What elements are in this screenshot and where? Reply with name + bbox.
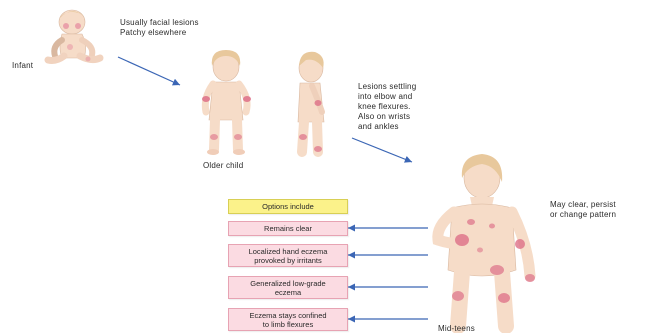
older-child-front-figure (202, 50, 251, 155)
older-child-description-line: Lesions settling (358, 82, 416, 92)
mid-teens-figure (438, 154, 535, 326)
older-child-side-figure (298, 52, 324, 152)
option-text: eczema (229, 288, 347, 297)
arrow-infant-to-child (118, 57, 180, 85)
mid-teens-description: May clear, persist or change pattern (550, 200, 616, 220)
options-header-text: Options include (229, 202, 347, 211)
mid-teens-description-line: or change pattern (550, 210, 616, 220)
option-hand-eczema-box: Localized hand eczema provoked by irrita… (228, 244, 348, 267)
option-generalized-eczema-box: Generalized low-grade eczema (228, 276, 348, 299)
option-remains-clear-box: Remains clear (228, 221, 348, 236)
arrow-child-to-teen (352, 138, 412, 162)
mid-teens-description-line: May clear, persist (550, 200, 616, 210)
option-text: provoked by irritants (229, 256, 347, 265)
older-child-description: Lesions settling into elbow and knee fle… (358, 82, 416, 132)
older-child-label: Older child (203, 161, 243, 171)
older-child-description-line: Also on wrists (358, 112, 416, 122)
infant-figure (48, 10, 100, 62)
infant-description-line: Patchy elsewhere (120, 28, 199, 38)
older-child-description-line: and ankles (358, 122, 416, 132)
older-child-description-line: knee flexures. (358, 102, 416, 112)
option-text: Eczema stays confined (229, 311, 347, 320)
infant-label: Infant (12, 61, 33, 71)
option-text: Generalized low-grade (229, 279, 347, 288)
options-header-box: Options include (228, 199, 348, 214)
option-flexure-eczema-box: Eczema stays confined to limb flexures (228, 308, 348, 331)
infant-description: Usually facial lesions Patchy elsewhere (120, 18, 199, 38)
option-text: Localized hand eczema (229, 247, 347, 256)
older-child-description-line: into elbow and (358, 92, 416, 102)
option-text: to limb flexures (229, 320, 347, 329)
infant-description-line: Usually facial lesions (120, 18, 199, 28)
option-text: Remains clear (229, 224, 347, 233)
